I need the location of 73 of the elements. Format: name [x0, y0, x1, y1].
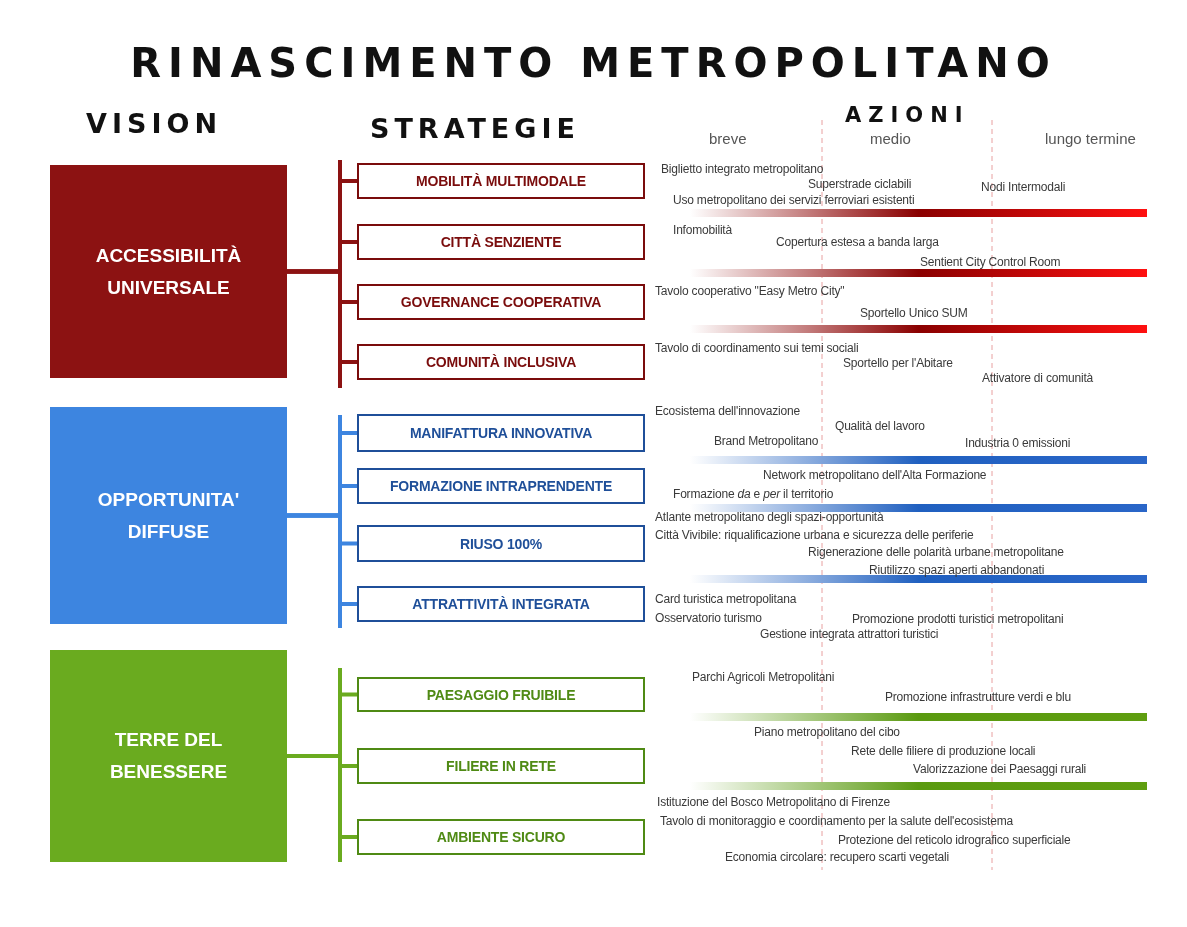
timeframe-label: medio: [870, 130, 911, 147]
strategy-box: [357, 344, 645, 380]
strategy-title: FILIERE IN RETE: [445, 758, 557, 774]
strategy-box: [357, 414, 645, 452]
action-text: Copertura estesa a banda larga: [776, 235, 939, 249]
action-text: Superstrade ciclabili: [808, 177, 912, 191]
action-text: Parchi Agricoli Metropolitani: [692, 670, 835, 684]
bracket-connector: [287, 513, 357, 606]
action-text: Rigenerazione delle polarità urbane metropolitane: [808, 545, 1064, 559]
timeframe-label: lungo termine: [1045, 130, 1136, 147]
action-text: Sentient City Control Room: [920, 255, 1061, 269]
strategy-title: RIUSO 100%: [458, 535, 543, 552]
action-text: Valorizzazione dei Paesaggi rurali: [913, 762, 1087, 776]
action-text: Biglietto integrato metropolitano: [661, 162, 824, 176]
vision-title: OPPORTUNITA' DIFFUSE: [96, 487, 241, 544]
column-heading: VISION: [86, 108, 222, 139]
action-text: Protezione del reticolo idrografico superficiale: [838, 833, 1071, 847]
action-text: Promozione infrastrutture verdi e blu: [885, 690, 1072, 704]
action-text: Brand Metropolitano: [714, 434, 819, 448]
vision-title: ACCESSIBILITÀ UNIVERSALE: [94, 243, 243, 300]
action-text: Uso metropolitano dei servizi ferroviari esistenti: [673, 193, 915, 207]
action-text: Infomobilità: [673, 223, 732, 237]
timeframe-label: breve: [709, 130, 747, 147]
strategy-title: MANIFATTURA INNOVATIVA: [408, 425, 594, 441]
strategy-box: [357, 525, 645, 562]
action-text: Istituzione del Bosco Metropolitano di Firenze: [657, 795, 890, 809]
action-text: Sportello per l'Abitare: [843, 356, 953, 370]
action-text: Promozione prodotti turistici metropolitani: [852, 612, 1064, 626]
title: RINASCIMENTO METROPOLITANO: [129, 40, 1058, 86]
column-heading: AZIONI: [845, 103, 970, 127]
strategy-box: [357, 163, 645, 199]
action-text: Sportello Unico SUM: [860, 306, 968, 320]
action-text: Tavolo di monitoraggio e coordinamento per la salute dell'ecosistema: [660, 814, 1013, 828]
action-text: Rete delle filiere di produzione locali: [851, 744, 1036, 758]
strategy-box: [357, 677, 645, 712]
action-text: Piano metropolitano del cibo: [754, 725, 900, 739]
strategy-box: [357, 284, 645, 320]
action-text: Attivatore di comunità: [982, 371, 1093, 385]
action-text: Atlante metropolitano degli spazi-opportunità: [655, 510, 884, 524]
strategy-title: FORMAZIONE INTRAPRENDENTE: [388, 478, 614, 494]
action-text: Industria 0 emissioni: [965, 436, 1071, 450]
action-text: Riutilizzo spazi aperti abbandonati: [869, 563, 1045, 577]
action-text: Card turistica metropolitana: [655, 592, 797, 606]
action-text: Tavolo cooperativo "Easy Metro City": [655, 284, 845, 298]
strategy-box: [357, 224, 645, 260]
strategy-box: [357, 748, 645, 784]
action-text: Città Vivibile: riqualificazione urbana e sicurezza delle periferie: [655, 528, 974, 542]
action-text: Ecosistema dell'innovazione: [655, 404, 800, 418]
action-text: Economia circolare: recupero scarti vegetali: [725, 850, 949, 864]
vision-box: [50, 650, 287, 862]
strategy-title: CITTÀ SENZIENTE: [439, 234, 563, 250]
vision-box: [50, 165, 287, 378]
vision-box: [50, 407, 287, 624]
strategy-title: ATTRATTIVITÀ INTEGRATA: [411, 596, 591, 612]
action-text: Nodi Intermodali: [981, 180, 1066, 194]
strategy-box: [357, 468, 645, 504]
bracket-connector: [287, 754, 357, 839]
strategy-title: MOBILITÀ MULTIMODALE: [415, 173, 587, 189]
action-text: Tavolo di coordinamento sui temi sociali: [655, 341, 859, 355]
column-heading: STRATEGIE: [370, 113, 580, 144]
action-text: Osservatorio turismo: [655, 611, 762, 625]
strategy-title: COMUNITÀ INCLUSIVA: [424, 354, 578, 370]
strategy-title: PAESAGGIO FRUIBILE: [425, 686, 577, 703]
action-text: Formazione da e per il territorio: [673, 487, 834, 501]
bracket-connector: [287, 269, 357, 364]
action-text: Gestione integrata attrattori turistici: [760, 627, 939, 641]
strategy-title: GOVERNANCE COOPERATIVA: [399, 294, 603, 310]
strategy-box: [357, 819, 645, 855]
action-text: Qualità del lavoro: [835, 419, 925, 433]
strategy-title: AMBIENTE SICURO: [435, 829, 567, 845]
vision-title: TERRE DEL BENESSERE: [108, 728, 229, 784]
action-text: Network metropolitano dell'Alta Formazione: [763, 468, 987, 482]
strategy-box: [357, 586, 645, 622]
